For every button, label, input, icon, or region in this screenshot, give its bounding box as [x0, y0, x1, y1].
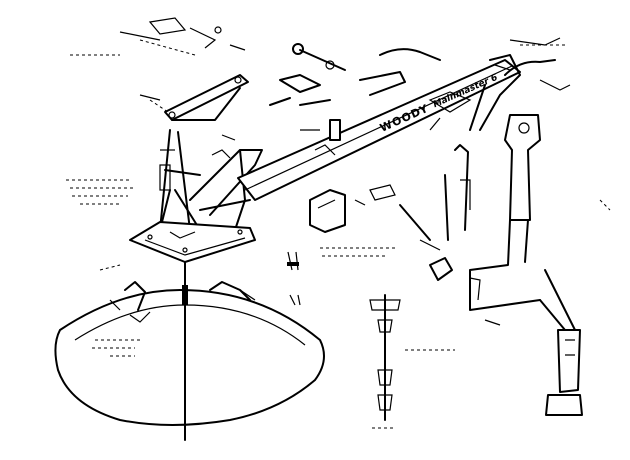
base-plate — [129, 221, 256, 263]
boom-pins — [269, 43, 472, 131]
left-note-block — [66, 179, 135, 205]
center-note-block — [320, 247, 395, 257]
hook-chain — [369, 294, 455, 429]
center-hardware — [287, 251, 301, 306]
support-pole — [182, 261, 188, 441]
right-column — [469, 114, 583, 416]
tray — [54, 281, 325, 426]
boom-arm — [237, 54, 521, 201]
top-hardware-cluster — [119, 17, 246, 56]
leader-lines — [70, 44, 611, 271]
hinge-plate — [139, 74, 249, 121]
hydraulic-cylinder — [399, 144, 471, 281]
center-brackets — [309, 144, 396, 233]
boom-decal: WOODY Mainmaster 6 — [378, 73, 499, 135]
